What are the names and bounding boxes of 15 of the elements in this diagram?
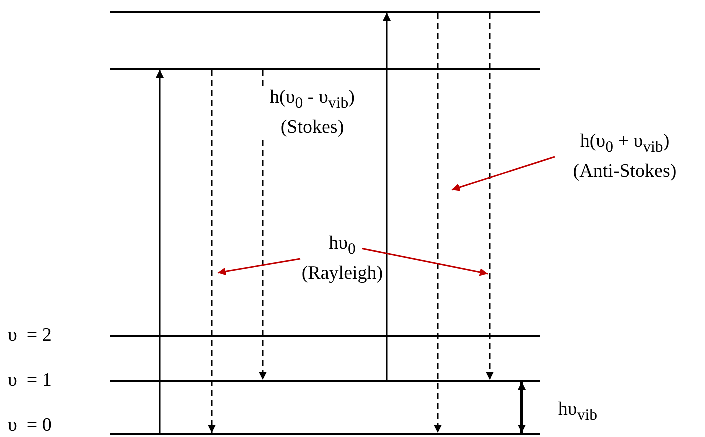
level-label: υ = 1 [8,369,52,393]
transition-arrow [383,13,391,380]
transition-arrow [486,13,494,380]
transition-arrow [208,70,216,433]
transition-arrow [156,70,164,433]
transition-arrow [434,13,442,433]
transition-label: hυ$_{0}$ (Rayleigh) [290,232,395,286]
transition-arrow [259,70,267,380]
transition-arrow [518,382,526,433]
level-label: υ = 2 [8,324,52,348]
transition-label: h(υ$_{0}$ + υ$_{vib}$) (Anti-Stokes) [555,130,695,184]
level-label: υ = 0 [8,414,52,437]
leader-arrow [362,248,488,276]
leader-arrow [218,258,301,276]
leader-arrow [452,156,556,192]
